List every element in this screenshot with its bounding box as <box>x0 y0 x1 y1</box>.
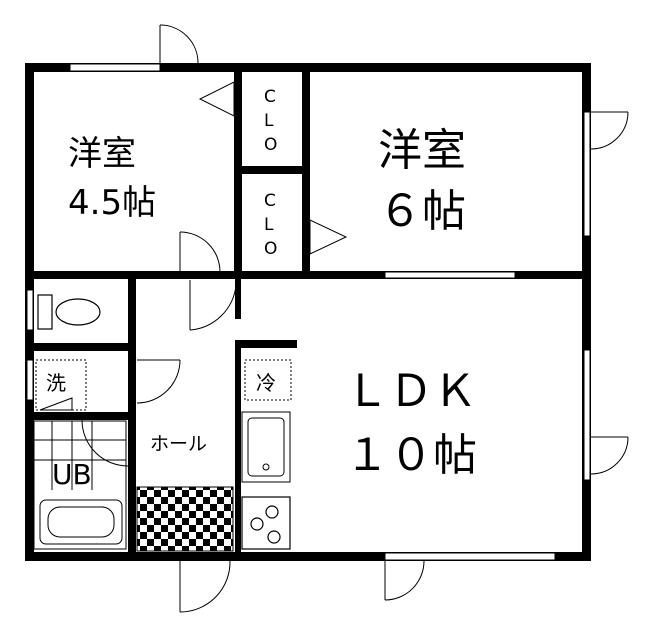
large-room-name: 洋室 <box>378 125 466 176</box>
closet-upper-o: O <box>264 135 277 155</box>
bath-label: UB <box>52 458 92 491</box>
fridge-label: 冷 <box>256 371 276 395</box>
closet-door-markers <box>198 81 348 255</box>
ldk-name: ＬＤＫ <box>345 366 477 417</box>
washroom-label: 洗 <box>46 371 66 395</box>
kitchen-sink <box>241 411 291 483</box>
ldk-size: １０帖 <box>345 430 477 481</box>
toilet-icon <box>37 294 101 330</box>
small-room-name: 洋室 <box>68 134 136 174</box>
windows <box>26 63 591 561</box>
door-swings <box>81 24 629 613</box>
fridge-space <box>244 359 292 401</box>
stove <box>241 496 291 550</box>
genkan-floor <box>136 486 234 552</box>
hall-label: ホール <box>150 433 207 455</box>
closet-upper-l: L <box>264 111 274 131</box>
interior-walls <box>25 63 590 558</box>
closet-upper-c: C <box>264 87 276 107</box>
small-room-size: 4.5帖 <box>68 183 156 223</box>
closet-lower-o: O <box>264 239 277 259</box>
unit-bath <box>33 420 127 550</box>
washing-machine-marker <box>39 397 73 411</box>
large-room-size: ６帖 <box>378 186 466 237</box>
closet-lower-c: C <box>264 191 276 211</box>
closet-lower-l: L <box>264 215 274 235</box>
